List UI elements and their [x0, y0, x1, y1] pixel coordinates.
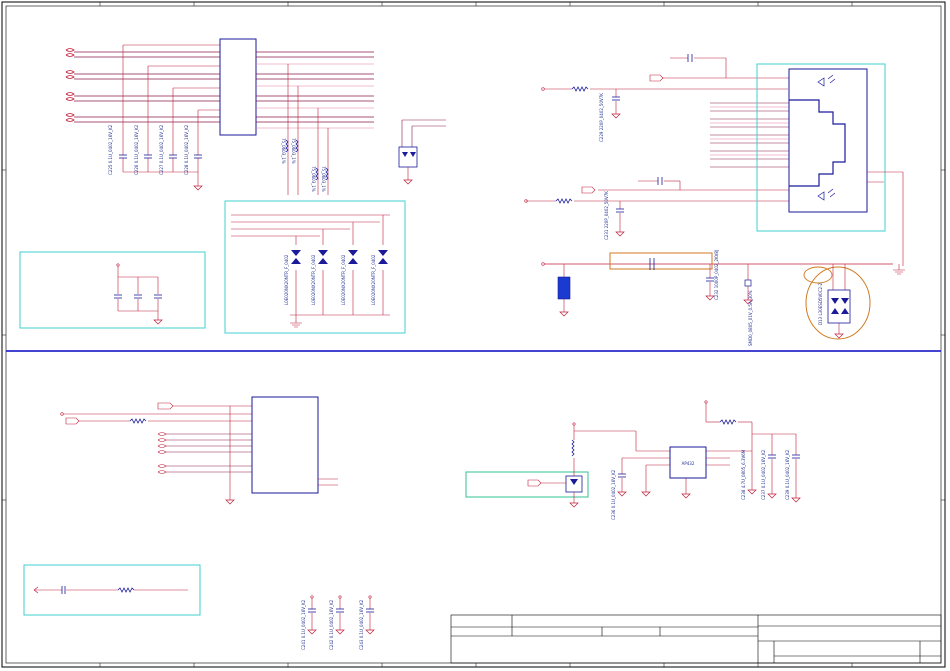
resistor-75-label-a: 75_0603_1% — [281, 138, 286, 164]
tvs-label: D13 L30ESD5V0C2-2 — [818, 282, 823, 325]
resistor-75-label-c: 75_0603_1% — [311, 166, 316, 192]
regulator-ic — [669, 446, 707, 479]
chassis-protection: C232 1000P_0402_2KV8J SMD0_0805_01V_0.5A… — [541, 250, 905, 346]
tvs-highlight-ring — [805, 266, 871, 340]
cap-label-mid-b: C238 4.7U_0805_6.3V6M — [741, 449, 746, 500]
cap-label-c: C227 0.1U_0402_16V_K2 — [159, 124, 164, 175]
cap-label-mid-a: C236 0.1U_0402_16V_K2 — [611, 469, 616, 520]
esd-highlight-box — [224, 200, 406, 334]
cap-label-bottom-c: C243 0.1U_0402_16V_K2 — [359, 599, 364, 650]
cap-label-bottom-b: C242 0.1U_0402_16V_K2 — [329, 599, 334, 650]
bypass-caps-bottom: C241 0.1U_0402_16V_K2 C242 0.1U_0402_16V… — [301, 595, 375, 650]
regulator-highlight-box — [465, 471, 589, 498]
controller-block — [60, 396, 338, 505]
connector-block-top-left: 75_0603_1% 75_0603_1% 75_0603_1% 75_0603… — [65, 38, 374, 195]
resistor-75-label-d: 75_0603_1% — [321, 166, 326, 192]
tvs-diode-top-middle — [398, 119, 446, 185]
cap-label-a: C225 0.1U_0402_16V_K2 — [108, 124, 113, 175]
cap-label-d: C228 0.1U_0402_16V_K2 — [184, 124, 189, 175]
cap-label-mid-c: C237 0.1U_0402_16V_K2 — [761, 449, 766, 500]
led-icon-bottom — [817, 188, 836, 201]
cap-1000p-highlight — [609, 252, 713, 270]
esd-label-d: L0E020NX20NTR_F_0402 — [371, 254, 376, 305]
title-block — [450, 614, 942, 664]
blue-component — [557, 276, 571, 300]
rj45-section: C229 220P_0402_50V7K — [524, 54, 904, 266]
cap-label-mid-d: C239 0.1U_0402_16V_K2 — [785, 449, 790, 500]
cap-1000p-label: C232 1000P_0402_2KV8J — [714, 250, 719, 300]
cap-220p-label-a: C229 220P_0402_50V7K — [599, 93, 604, 142]
regulator-block: AP432 C236 0.1U_0402_16V_K2 C238 4.7U_08… — [465, 400, 801, 520]
rc-filter-bottom-left — [23, 564, 201, 616]
rj45-jack — [788, 68, 868, 213]
cap-bank-highlight-box — [19, 251, 206, 329]
cap-label-bottom-a: C241 0.1U_0402_16V_K2 — [301, 599, 306, 650]
resistor-75-label-b: 75_0603_1% — [291, 138, 296, 164]
esd-label-a: L0E020NX20NTR_F_0402 — [284, 254, 289, 305]
varistor-label: SMD0_0805_01V_0.5A_30% — [748, 290, 753, 346]
esd-label-c: L0E020NX20NTR_F_0402 — [341, 254, 346, 305]
rj45-highlight-box — [756, 63, 886, 232]
esd-label-b: L0E020NX20NTR_F_0402 — [311, 254, 316, 305]
ground-symbol-a — [193, 185, 203, 191]
rc-highlight-box — [23, 564, 201, 616]
regulator-ic-label: AP432 — [682, 461, 695, 466]
cap-bank-left — [19, 251, 206, 329]
rj45-jack-outline — [789, 99, 846, 187]
tvs-highlight-ring-small — [803, 266, 833, 284]
ic-block-top-left — [219, 38, 257, 136]
ic-block-controller — [251, 396, 319, 494]
led-icon-top — [817, 74, 836, 87]
esd-array-group: L0E020NX20NTR_F_0402 L0E020NX20NTR_F_040… — [224, 200, 406, 334]
cap-220p-label-b: C231 220P_0402_50V7K — [604, 191, 609, 240]
cap-label-b: C226 0.1U_0402_16V_K2 — [134, 124, 139, 175]
